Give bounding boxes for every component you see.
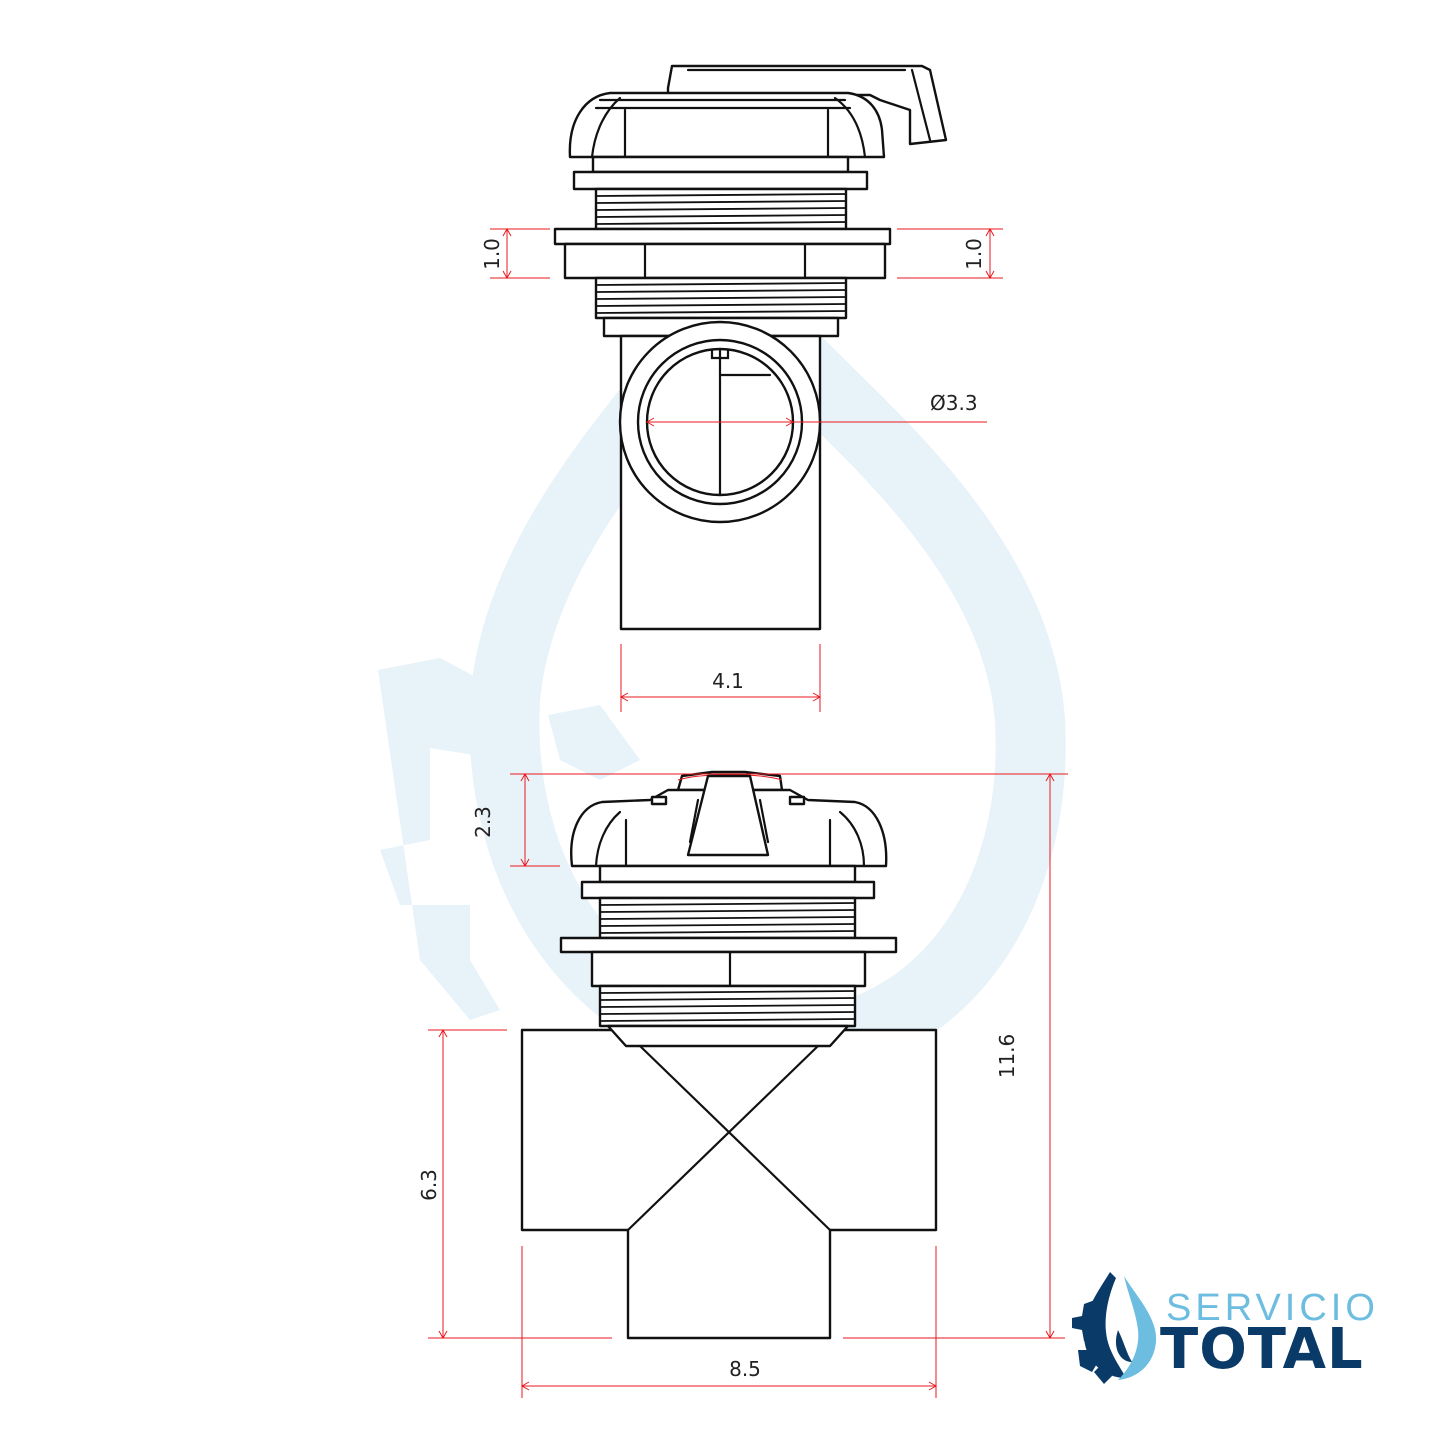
side-view-valve xyxy=(520,770,938,1340)
dim-tee-height-label: 6.3 xyxy=(417,1169,441,1201)
dim-port-diameter-label: Ø3.3 xyxy=(930,391,978,415)
side-dimensions xyxy=(428,772,1068,1398)
top-view-valve xyxy=(553,64,948,631)
dim-tee-width-label: 8.5 xyxy=(729,1357,761,1381)
dim-flange-right-label: 1.0 xyxy=(962,238,986,270)
top-dimensions xyxy=(490,227,1003,712)
dim-flange-left-label: 1.0 xyxy=(480,238,504,270)
dim-overall-height-label: 11.6 xyxy=(995,1034,1019,1079)
logo-text-total: TOTAL xyxy=(1160,1317,1364,1382)
water-drop-gear-logo-icon xyxy=(1072,1272,1157,1384)
dim-cap-height-label: 2.3 xyxy=(471,806,495,838)
dim-body-width-label: 4.1 xyxy=(712,669,744,693)
logo-text-servicio: SERVICIO xyxy=(1166,1287,1379,1329)
